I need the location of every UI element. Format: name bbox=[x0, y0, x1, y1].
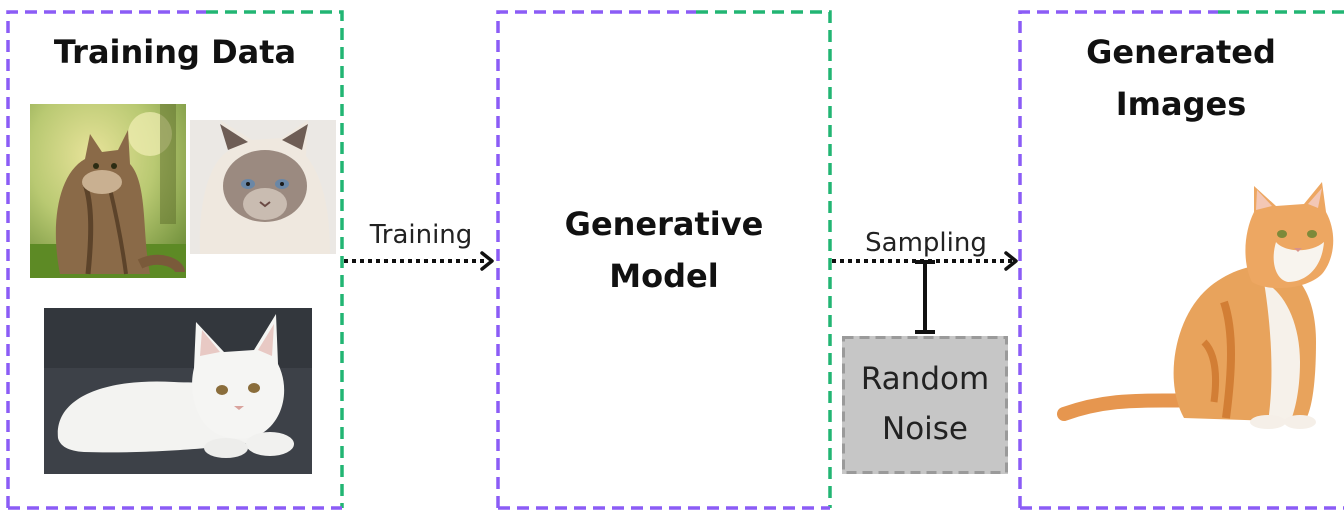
white-kitten-image bbox=[44, 308, 312, 474]
generated-title-line2: Images bbox=[1115, 85, 1247, 123]
noise-connector bbox=[915, 260, 935, 334]
ragdoll-cat-image bbox=[190, 120, 336, 254]
generated-images-panel: Generated Images bbox=[1018, 10, 1344, 510]
training-data-panel: Training Data bbox=[6, 10, 344, 510]
sampling-edge-label: Sampling bbox=[865, 228, 987, 258]
generative-model-panel: Generative Model bbox=[496, 10, 832, 510]
model-title-line2: Model bbox=[609, 257, 719, 295]
model-title-line1: Generative bbox=[564, 205, 764, 243]
generated-title-line1: Generated bbox=[1086, 33, 1276, 71]
training-arrow bbox=[344, 251, 494, 271]
generative-model-title: Generative Model bbox=[496, 198, 832, 302]
training-edge-label: Training bbox=[369, 220, 473, 250]
random-noise-box: Random Noise bbox=[842, 336, 1008, 474]
random-noise-label: Random Noise bbox=[842, 354, 1008, 454]
panel-border bbox=[6, 10, 344, 510]
noise-line1: Random bbox=[860, 361, 990, 397]
generated-images-title: Generated Images bbox=[1018, 26, 1344, 130]
tabby-cat-image bbox=[30, 104, 186, 278]
noise-line2: Noise bbox=[882, 411, 968, 447]
orange-cat-image bbox=[1054, 182, 1344, 442]
panel-border bbox=[496, 10, 832, 510]
panel-border bbox=[1018, 10, 1344, 510]
training-data-title: Training Data bbox=[53, 33, 297, 71]
